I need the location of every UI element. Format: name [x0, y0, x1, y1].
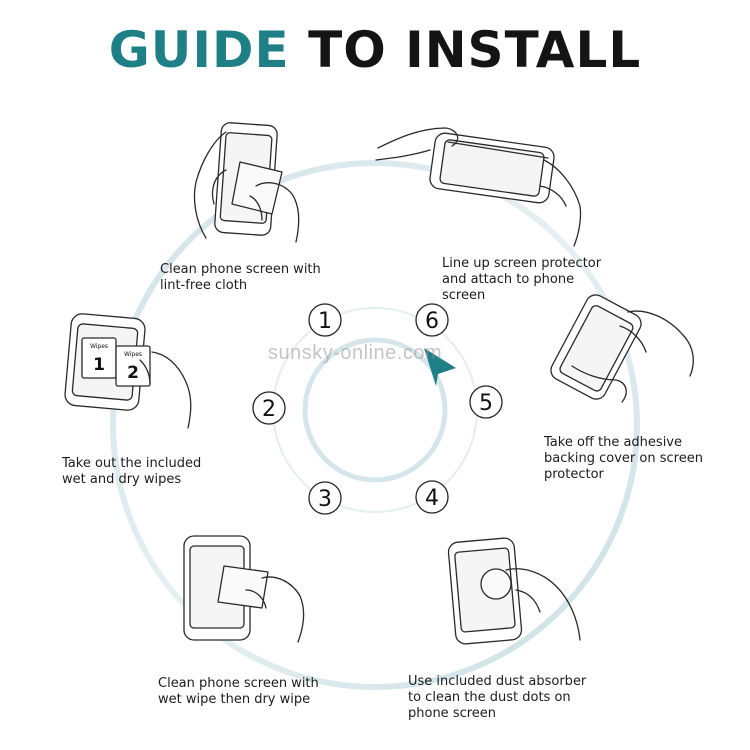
step-number-3-label: 3 [318, 487, 332, 512]
step5-caption-line: backing cover on screen [544, 451, 703, 466]
step-number-5: 5 [469, 385, 503, 419]
right-hand-icon [627, 310, 694, 377]
step-number-2-label: 2 [262, 397, 276, 422]
step-number-4-label: 4 [425, 486, 439, 511]
step3-caption-line: Clean phone screen with [158, 676, 319, 691]
wipe-packet-2 [115, 345, 151, 387]
dust-absorber-icon [480, 568, 512, 600]
hand-icon [151, 351, 192, 429]
title-rest: TO INSTALL [308, 21, 642, 79]
step-number-3: 3 [308, 481, 342, 515]
step5-caption-line: Take off the adhesive [544, 435, 682, 450]
step4-caption-line: to clean the dust dots on [408, 690, 571, 705]
step6-caption-line: screen [442, 288, 486, 303]
step2-caption: Take out the included wet and dry wipes [62, 456, 201, 488]
step5-illustration [550, 294, 694, 403]
step-number-5-label: 5 [479, 391, 493, 416]
step-number-6: 6 [415, 303, 449, 337]
step1-caption-line: Clean phone screen with [160, 262, 321, 277]
right-hand-icon [255, 182, 300, 243]
step5-caption-line: protector [544, 467, 604, 482]
step6-caption-line: Line up screen protector [442, 256, 602, 271]
step3-illustration [183, 535, 305, 643]
step6-caption-line: and attach to phone [442, 272, 575, 287]
direction-arrow-icon [424, 348, 456, 386]
right-hand-icon [543, 159, 582, 247]
hand-icon [261, 576, 305, 643]
step4-illustration [447, 537, 581, 645]
step-number-1: 1 [308, 303, 342, 337]
title-accent: GUIDE [108, 21, 290, 79]
left-hand-icon [377, 127, 459, 149]
step4-caption: Use included dust absorber to clean the … [408, 674, 586, 722]
step4-caption-line: Use included dust absorber [408, 674, 587, 689]
cloth-icon [231, 161, 283, 215]
step4-caption-line: phone screen [408, 706, 497, 721]
step5-caption: Take off the adhesive backing cover on s… [544, 435, 703, 483]
step6-illustration [375, 127, 582, 247]
hand-icon [505, 568, 581, 641]
step2-caption-line: wet and dry wipes [62, 472, 182, 487]
step2-illustration [64, 313, 192, 429]
wipe-icon [217, 565, 269, 609]
wipe-number-2: 2 [127, 363, 139, 383]
step6-caption: Line up screen protector and attach to p… [442, 256, 601, 304]
watermark: sunsky-online.com [268, 342, 443, 364]
outer-ring [110, 160, 640, 690]
step1-caption: Clean phone screen with lint-free cloth [160, 262, 321, 294]
wipe-label-2: Wipes [124, 351, 142, 358]
wipe-label-1: Wipes [90, 343, 108, 350]
left-hand-icon [571, 365, 627, 403]
wipe-number-1: 1 [93, 355, 105, 375]
step-number-1-label: 1 [318, 309, 332, 334]
protector-icon [447, 141, 549, 159]
step-number-4: 4 [415, 480, 449, 514]
step2-caption-line: Take out the included [62, 456, 202, 471]
step-number-6-label: 6 [425, 309, 439, 334]
step3-caption: Clean phone screen with wet wipe then dr… [158, 676, 319, 708]
step1-illustration [193, 122, 300, 243]
page-title: GUIDE TO INSTALL [0, 18, 750, 82]
step-number-2: 2 [252, 391, 286, 425]
step3-caption-line: wet wipe then dry wipe [158, 692, 311, 707]
inner-ring [302, 337, 448, 483]
step1-caption-line: lint-free cloth [160, 278, 248, 293]
left-hand-icon [193, 131, 227, 239]
